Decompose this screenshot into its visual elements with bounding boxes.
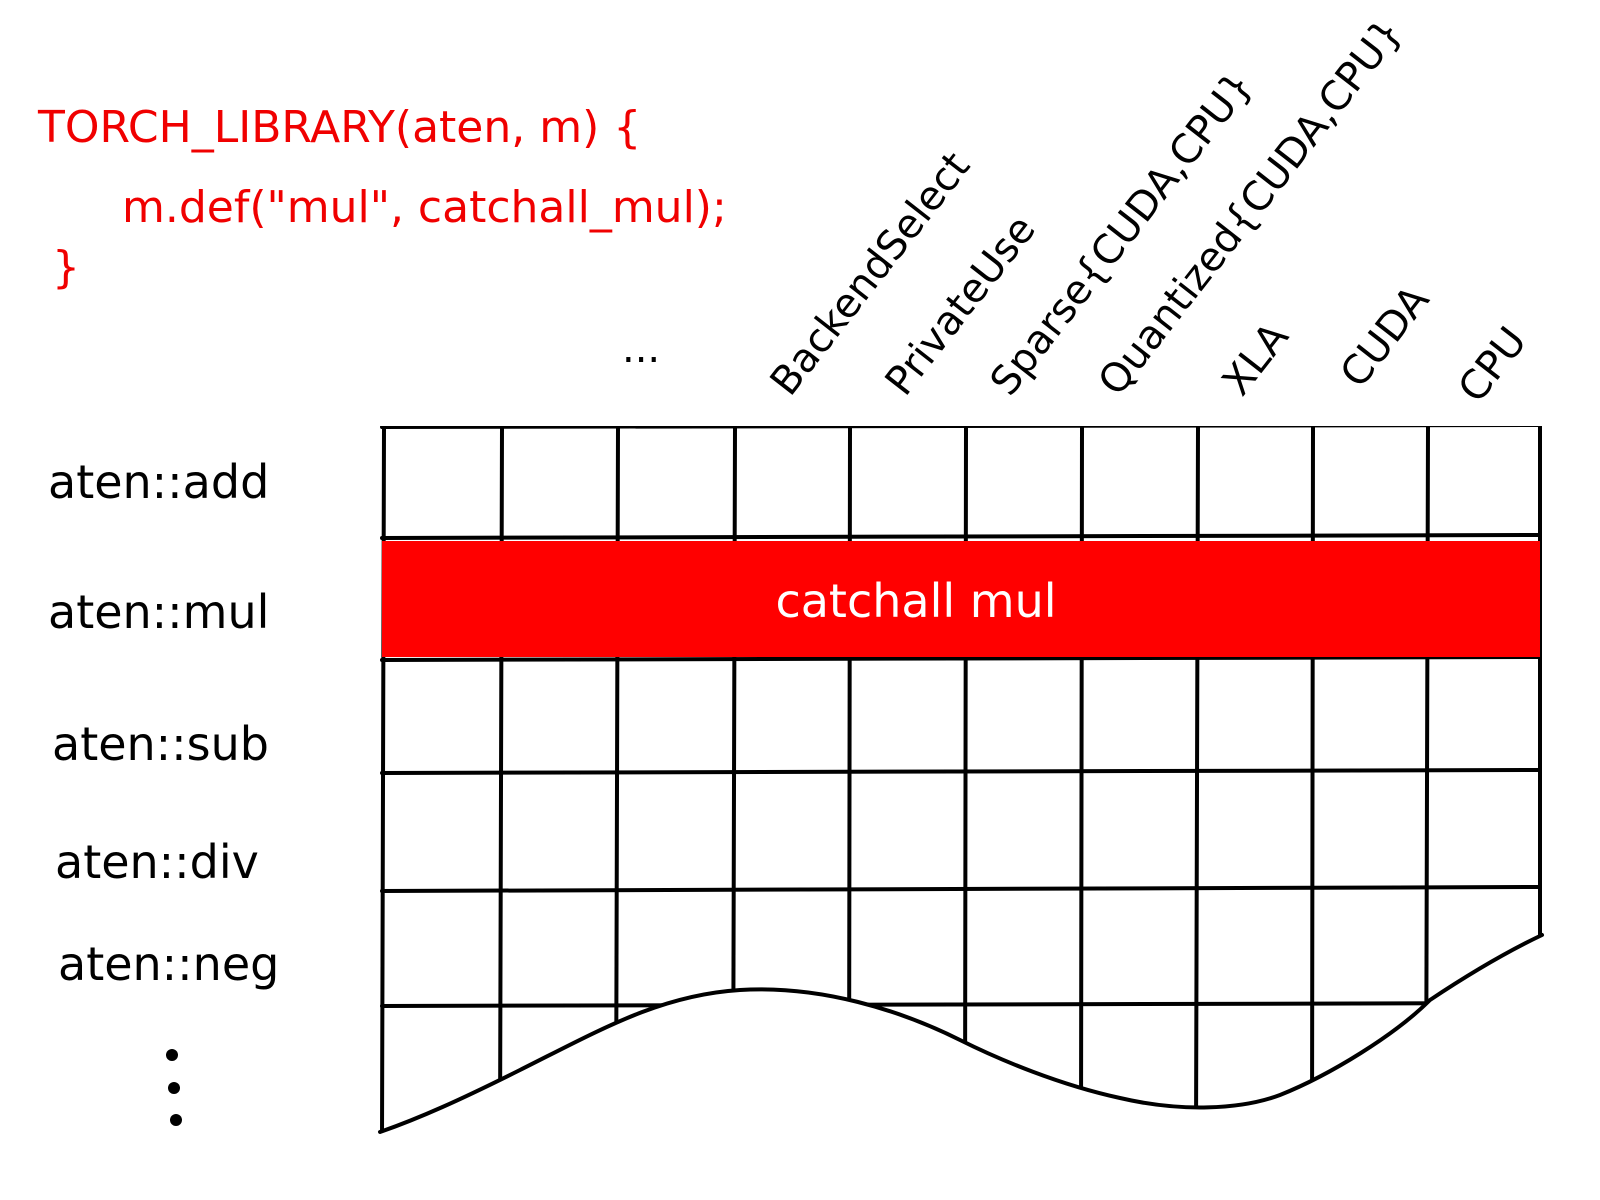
grid-torn-edge <box>378 933 1544 1134</box>
column-label-xla: XLA <box>1214 314 1299 404</box>
grid-hline <box>380 768 1542 775</box>
row-label-sub: aten::sub <box>52 717 269 771</box>
dispatch-grid <box>380 426 1542 1132</box>
row-labels: aten::add aten::mul aten::sub aten::div … <box>48 455 279 1126</box>
row-label-div: aten::div <box>55 835 259 889</box>
row-ellipsis-dot-1 <box>166 1049 178 1061</box>
grid-vline <box>1424 426 1430 1132</box>
catchall-band-label: catchall mul <box>775 574 1056 628</box>
code-line-3: } <box>52 242 80 293</box>
row-ellipsis-dot-3 <box>170 1114 182 1126</box>
code-line-1: TORCH_LIBRARY(aten, m) { <box>37 102 641 153</box>
grid-vline <box>498 426 504 1132</box>
grid-vline <box>1310 426 1315 1132</box>
column-label-cuda: CUDA <box>1332 277 1439 396</box>
grid-vline <box>963 426 968 1132</box>
grid-vline <box>731 426 737 1132</box>
row-label-add: aten::add <box>48 455 269 509</box>
grid-hline <box>380 533 1542 540</box>
grid-vline <box>1079 426 1084 1132</box>
code-block: TORCH_LIBRARY(aten, m) { m.def("mul", ca… <box>37 102 727 293</box>
row-ellipsis-dot-2 <box>168 1082 180 1094</box>
grid-hline <box>380 655 1542 662</box>
row-label-mul: aten::mul <box>48 585 269 639</box>
grid-vline <box>1194 426 1200 1132</box>
column-headers: ... BackendSelect PrivateUse Sparse{CUDA… <box>622 10 1536 411</box>
grid-vline <box>847 426 852 1132</box>
column-label-backendselect: BackendSelect <box>762 144 980 404</box>
catchall-band: catchall mul <box>382 541 1540 657</box>
grid-vline <box>380 426 386 1132</box>
grid-hline <box>380 426 1542 429</box>
column-ellipsis: ... <box>622 326 660 372</box>
catchall-band-fill <box>382 541 1540 657</box>
grid-hline <box>380 885 1542 893</box>
grid-vline <box>614 426 620 1132</box>
column-label-cpu: CPU <box>1450 319 1536 411</box>
code-line-2: m.def("mul", catchall_mul); <box>122 182 727 233</box>
row-label-neg: aten::neg <box>58 937 279 991</box>
grid-hline <box>380 1001 1542 1008</box>
